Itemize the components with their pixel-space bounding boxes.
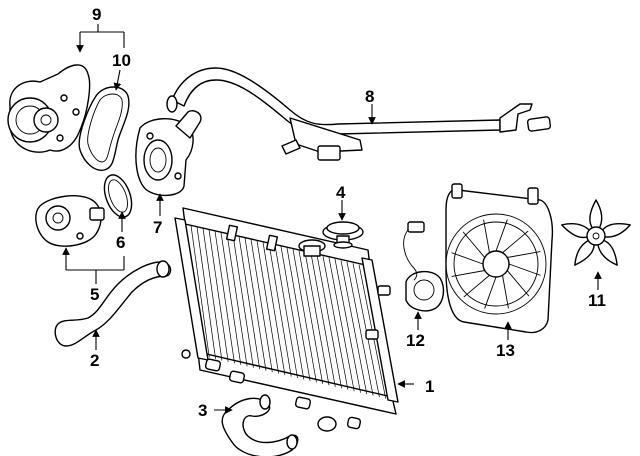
shroud-spoke [508,263,541,276]
callout-3: 3 [198,401,207,420]
shroud-spoke [462,231,486,258]
water-pump-gasket [78,86,130,171]
shroud-spoke [506,270,530,297]
radiator-fin [190,225,210,358]
radiator-fin [262,242,286,376]
radiator-fin [280,246,305,380]
radiator-fin [256,240,279,374]
fan-blade [561,199,631,266]
radiator-fin [286,247,311,381]
bypass-pipe [166,67,552,161]
radiator-fin [244,237,267,371]
thermostat-housing [135,110,202,197]
radiator-fin [322,256,349,390]
shroud-spoke [507,251,541,258]
radiator-fin [340,260,368,395]
radiator-fin [268,243,292,377]
callout-9: 9 [92,5,101,24]
callout-13: 13 [496,341,515,360]
radiator-fin [220,232,242,365]
callouts: 1 2 3 4 5 6 7 8 9 10 11 12 13 [90,5,606,420]
fan-blade-vane [574,239,595,266]
water-pump [7,64,91,153]
callout-12: 12 [406,331,425,350]
radiator-fin [238,236,261,370]
shroud-spoke [502,230,529,254]
radiator [174,207,399,432]
fan-blade-vane [601,223,631,238]
callout-10: 10 [112,51,131,70]
shroud-spoke [451,270,485,277]
shroud-spoke [502,275,509,309]
radiator-fin [292,249,317,383]
callout-11: 11 [588,291,606,310]
fan-blade-vane [589,199,603,230]
callout-4: 4 [336,183,346,202]
radiator-fin [208,229,229,362]
radiator-fin [250,239,273,373]
upper-radiator-hose [221,394,299,456]
leader-lines [62,24,602,414]
radiator-cap [322,221,364,249]
thermostat [35,195,105,247]
shroud-spoke [463,274,490,298]
radiator-fin [304,251,330,386]
radiator-fin [214,230,235,364]
fan-shroud [445,183,554,334]
radiator-fin [274,244,298,379]
shroud-spoke [484,276,497,309]
radiator-fin [334,258,361,393]
radiator-fin [196,226,216,359]
lower-radiator-hose [54,260,172,347]
callout-8: 8 [365,87,374,106]
shroud-spoke [451,252,484,265]
radiator-fin [310,253,336,387]
callout-7: 7 [153,218,162,237]
fan-blade-vane [561,223,591,239]
callout-6: 6 [116,233,125,252]
radiator-fin [232,235,254,368]
thermostat-ring [103,174,133,218]
radiator-fin [298,250,324,384]
radiator-fin [202,228,223,361]
callout-2: 2 [90,351,99,370]
fan-blade-vane [597,239,618,266]
radiator-fin [316,254,342,389]
shroud-spoke [483,219,490,253]
fan-motor [403,221,445,312]
callout-1: 1 [425,377,434,396]
radiator-fin [226,233,248,367]
radiator-fin [346,261,374,396]
shroud-spoke [495,219,508,252]
radiator-fin [328,257,355,392]
callout-5: 5 [90,285,99,304]
